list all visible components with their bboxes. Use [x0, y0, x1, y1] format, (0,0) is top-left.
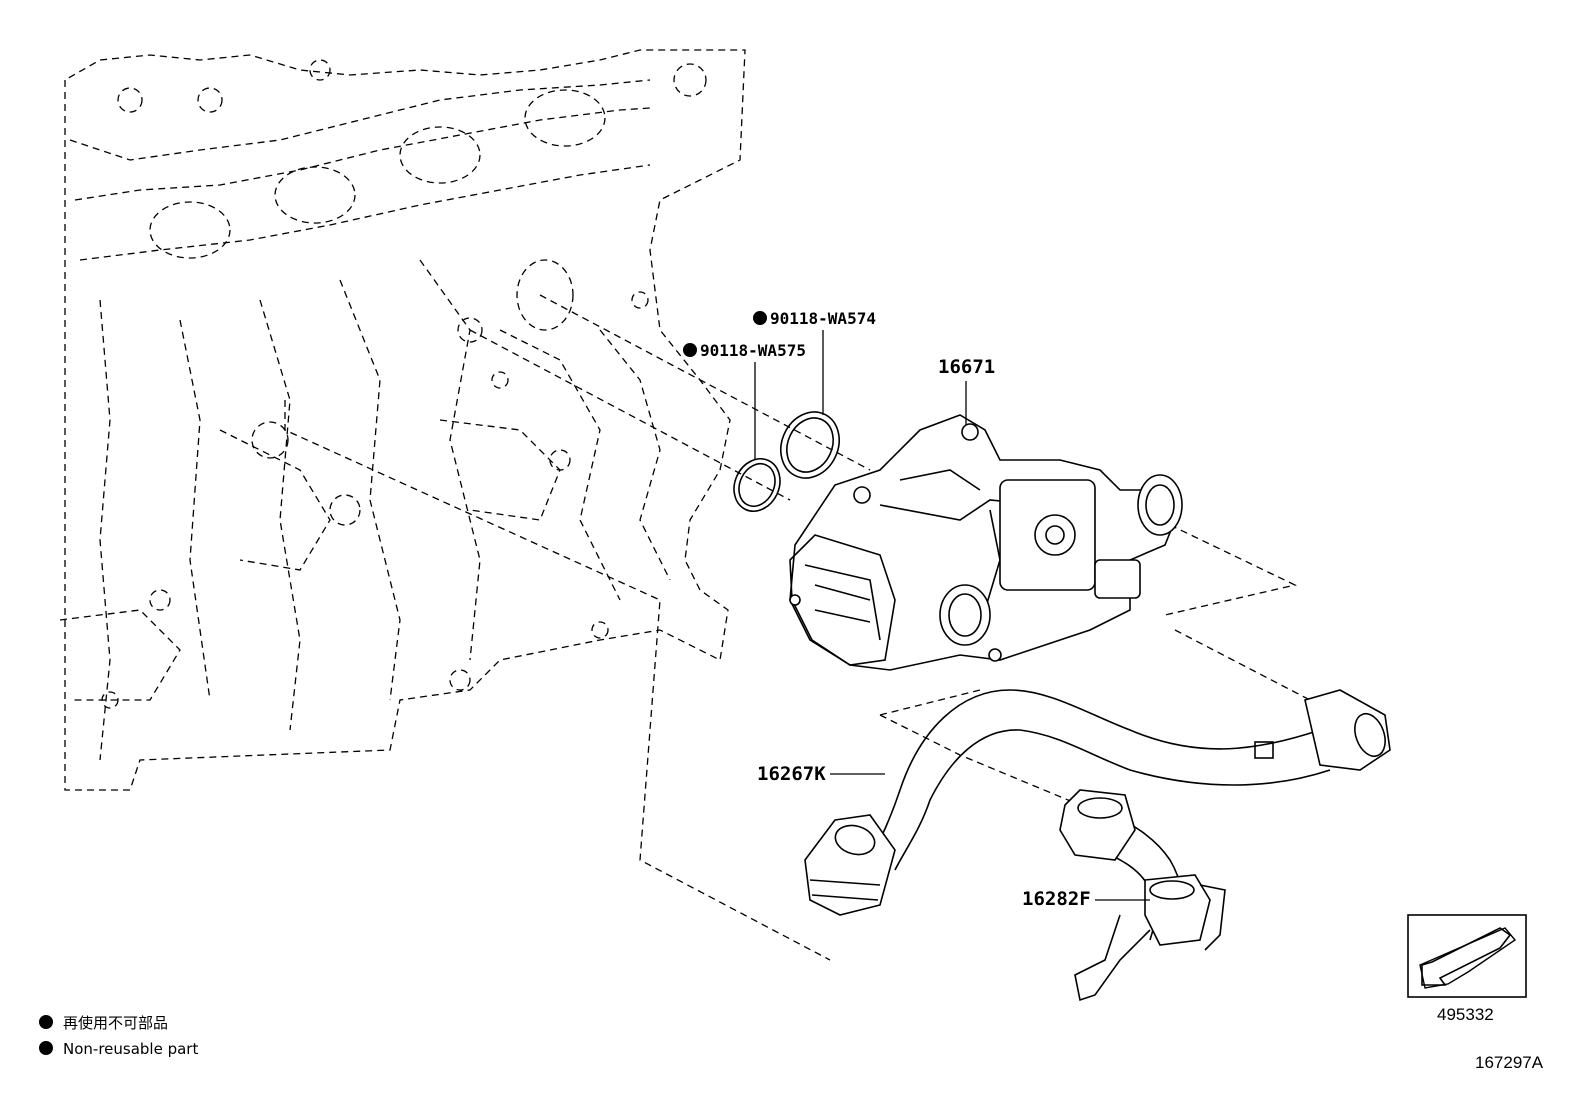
callout-seal-a-label: 90118-WA574 [770, 309, 876, 328]
front-indicator-code: 495332 [1437, 1005, 1494, 1024]
legend-jp: 再使用不可部品 [63, 1014, 168, 1032]
callout-hose-main-label: 16267K [757, 763, 826, 785]
front-arrow-icon [1421, 927, 1512, 986]
callout-hose-sub: 16282F [1022, 888, 1150, 910]
drawing-number: 167297A [1475, 1053, 1544, 1072]
gasket-ring-lower [733, 458, 781, 512]
callout-water-outlet: 16671 [938, 356, 995, 425]
front-indicator: 495332 [1407, 914, 1527, 1024]
hose-16282f [1059, 789, 1226, 1002]
non-reusable-bullet-icon [753, 311, 767, 325]
non-reusable-bullet-icon [39, 1015, 53, 1029]
callout-hose-sub-label: 16282F [1022, 888, 1091, 910]
gasket-ring-upper [780, 411, 840, 479]
non-reusable-bullet-icon [39, 1041, 53, 1055]
hose-16267k [804, 689, 1391, 916]
water-outlet-housing [789, 414, 1183, 671]
callout-water-outlet-label: 16671 [938, 356, 995, 378]
front-indicator-box [1407, 914, 1527, 998]
legend-en: Non-reusable part [63, 1040, 198, 1058]
callout-seal-b-label: 90118-WA575 [700, 341, 806, 360]
engine-block [59, 49, 746, 791]
non-reusable-bullet-icon [683, 343, 697, 357]
callout-seal-a: 90118-WA574 [753, 309, 876, 415]
assembly-guide-lines [284, 294, 1311, 961]
callout-hose-main: 16267K [757, 763, 885, 785]
legend: 再使用不可部品 Non-reusable part [39, 1014, 198, 1058]
callout-seal-b: 90118-WA575 [683, 341, 806, 460]
